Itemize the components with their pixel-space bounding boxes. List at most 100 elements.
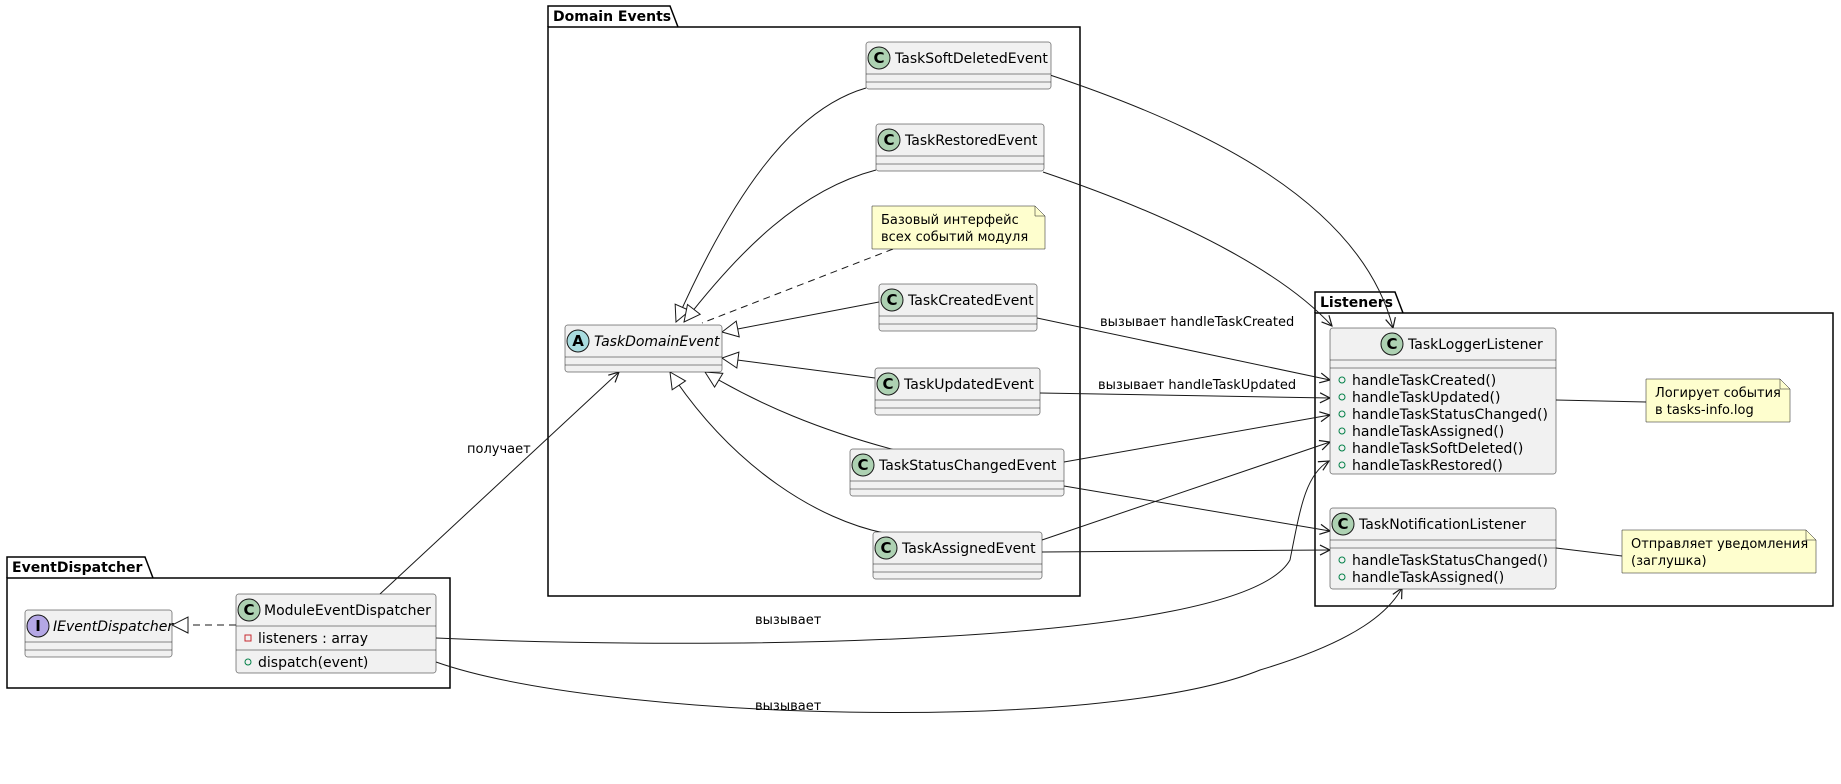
class-task-updated-event: C TaskUpdatedEvent (874, 367, 1041, 416)
class-task-status-changed-event: C TaskStatusChangedEvent (849, 448, 1065, 497)
edge-label-calls-logger: вызывает (755, 613, 822, 628)
class-name: TaskRestoredEvent (904, 133, 1038, 149)
class-name: TaskSoftDeletedEvent (894, 51, 1048, 67)
dep-edge-dispatcher-domain-event (379, 372, 619, 595)
note-line: в tasks-info.log (1655, 403, 1754, 418)
abstract-stereotype-icon (566, 329, 590, 353)
class-stereotype-icon (851, 453, 875, 477)
inherit-edge-created (722, 301, 880, 332)
class-name: IEventDispatcher (53, 619, 174, 635)
class-stereotype-letter: I (35, 617, 41, 635)
public-method-icon (1338, 461, 1346, 469)
note-line: Логирует события (1655, 386, 1781, 401)
note-line: Отправляет уведомления (1631, 537, 1808, 552)
class-stereotype-icon (877, 128, 901, 152)
public-method-icon (1338, 410, 1346, 418)
method-label: dispatch(event) (258, 655, 368, 671)
inherit-edge-soft-deleted (676, 87, 867, 322)
dep-edge-restored-logger (1042, 171, 1332, 326)
note-line: Базовый интерфейс (881, 213, 1019, 228)
dep-edge-dispatcher-logger (435, 461, 1329, 644)
public-method-icon (1338, 556, 1346, 564)
note-line: (заглушка) (1631, 554, 1707, 569)
class-name: TaskCreatedEvent (907, 293, 1034, 309)
dep-edge-dispatcher-notification (435, 588, 1402, 713)
package-label: EventDispatcher (12, 560, 143, 576)
package-event-dispatcher: EventDispatcher (6, 556, 451, 689)
edge-label-calls-notification: вызывает (755, 699, 822, 714)
public-method-icon (1338, 376, 1346, 384)
class-task-soft-deleted-event: C TaskSoftDeletedEvent (865, 41, 1052, 90)
class-task-logger-listener: C TaskLoggerListener handleTaskCreated()… (1329, 327, 1557, 475)
class-stereotype-icon (1380, 332, 1404, 356)
method-label: handleTaskStatusChanged() (1352, 407, 1548, 423)
method-label: handleTaskStatusChanged() (1352, 553, 1548, 569)
note-link-notification (1555, 547, 1623, 557)
note-link-logger (1555, 399, 1647, 403)
field-label: listeners : array (258, 631, 368, 647)
class-name: TaskLoggerListener (1407, 337, 1543, 353)
dep-edge-status-changed-notification (1063, 485, 1330, 531)
public-method-icon (1338, 427, 1346, 435)
dep-edge-status-changed-logger (1063, 415, 1330, 463)
inherit-edge-status-changed (705, 372, 896, 451)
class-stereotype-letter: C (1386, 335, 1397, 353)
class-stereotype-icon (1331, 512, 1355, 536)
edge-label-created: вызывает handleTaskCreated (1100, 315, 1294, 330)
edge-label-updated: вызывает handleTaskUpdated (1098, 378, 1296, 393)
public-method-icon (1338, 393, 1346, 401)
class-stereotype-letter: C (873, 49, 884, 67)
class-stereotype-icon (876, 372, 900, 396)
edge-label-receives: получает (467, 442, 531, 457)
class-stereotype-icon (237, 598, 261, 622)
package-label: Domain Events (553, 9, 671, 25)
note-link-domain-event (701, 248, 894, 324)
class-module-event-dispatcher: C ModuleEventDispatcher listeners : arra… (235, 593, 437, 674)
interface-stereotype-icon (26, 614, 50, 638)
class-task-notification-listener: C TaskNotificationListener handleTaskSta… (1329, 507, 1557, 590)
dep-edge-soft-deleted-logger (1049, 74, 1393, 328)
dep-edge-updated-logger (1039, 393, 1330, 398)
class-name: TaskStatusChangedEvent (878, 458, 1057, 474)
note-notification: Отправляет уведомления (заглушка) (1621, 529, 1817, 574)
dep-edge-created-logger (1036, 317, 1330, 380)
method-label: handleTaskAssigned() (1352, 570, 1504, 586)
class-stereotype-letter: C (883, 131, 894, 149)
interface-i-event-dispatcher: I IEventDispatcher (24, 609, 174, 658)
class-stereotype-icon (874, 536, 898, 560)
class-name: TaskDomainEvent (594, 334, 720, 350)
class-stereotype-letter: C (882, 375, 893, 393)
class-name: ModuleEventDispatcher (264, 603, 431, 619)
method-label: handleTaskCreated() (1352, 373, 1496, 389)
inherit-edge-assigned (670, 372, 885, 534)
method-label: handleTaskAssigned() (1352, 424, 1504, 440)
private-field-icon (244, 634, 252, 642)
method-label: handleTaskSoftDeleted() (1352, 441, 1523, 457)
inherit-edge-updated (722, 358, 876, 379)
class-stereotype-icon (880, 288, 904, 312)
class-name: TaskUpdatedEvent (903, 377, 1034, 393)
package-label: Listeners (1320, 295, 1393, 311)
public-method-icon (244, 658, 252, 666)
class-name: TaskNotificationListener (1358, 517, 1526, 533)
class-task-created-event: C TaskCreatedEvent (878, 283, 1038, 332)
class-task-assigned-event: C TaskAssignedEvent (872, 531, 1043, 580)
note-line: всех событий модуля (881, 230, 1028, 245)
inherit-edge-restored (684, 169, 877, 322)
class-name: TaskAssignedEvent (901, 541, 1036, 557)
note-domain-event: Базовый интерфейс всех событий модуля (871, 205, 1046, 250)
public-method-icon (1338, 573, 1346, 581)
method-label: handleTaskUpdated() (1352, 390, 1500, 406)
class-stereotype-letter: C (1337, 515, 1348, 533)
class-stereotype-letter: A (572, 332, 584, 350)
package-domain-events: Domain Events (547, 5, 1081, 597)
class-task-domain-event: A TaskDomainEvent (564, 324, 723, 373)
class-stereotype-letter: C (880, 539, 891, 557)
class-stereotype-icon (867, 46, 891, 70)
class-stereotype-letter: C (243, 601, 254, 619)
class-stereotype-letter: C (857, 456, 868, 474)
class-stereotype-letter: C (886, 291, 897, 309)
package-listeners: Listeners (1314, 291, 1834, 607)
class-task-restored-event: C TaskRestoredEvent (875, 123, 1045, 172)
